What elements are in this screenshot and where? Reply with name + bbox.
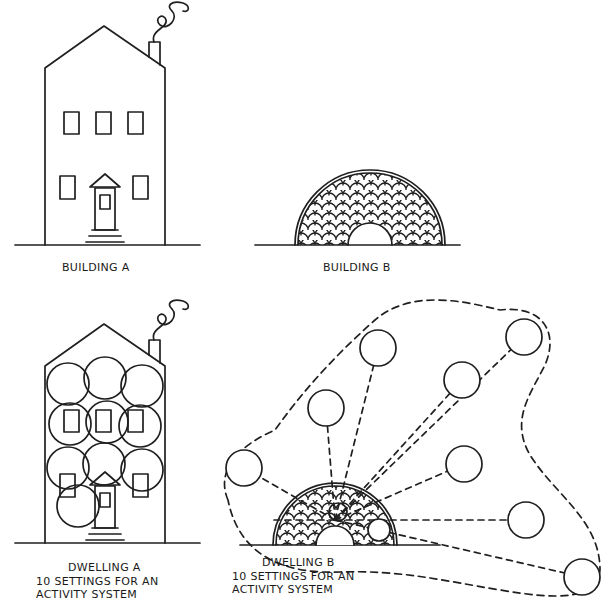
dwelling-note: 10 SETTINGS FOR AN ACTIVITY SYSTEM [36, 575, 178, 601]
dome-b [255, 165, 460, 245]
house-dwelling-a [15, 300, 200, 543]
house-a [15, 2, 200, 245]
dwelling-note: 10 SETTINGS FOR AN ACTIVITY SYSTEM [232, 570, 374, 596]
building-caption: BUILDING A [62, 261, 192, 274]
dome-dwelling-b [225, 300, 600, 596]
building-caption: BUILDING B [323, 261, 453, 274]
dwelling-caption: DWELLING B [262, 556, 402, 569]
dwelling-caption: DWELLING A [68, 561, 208, 574]
